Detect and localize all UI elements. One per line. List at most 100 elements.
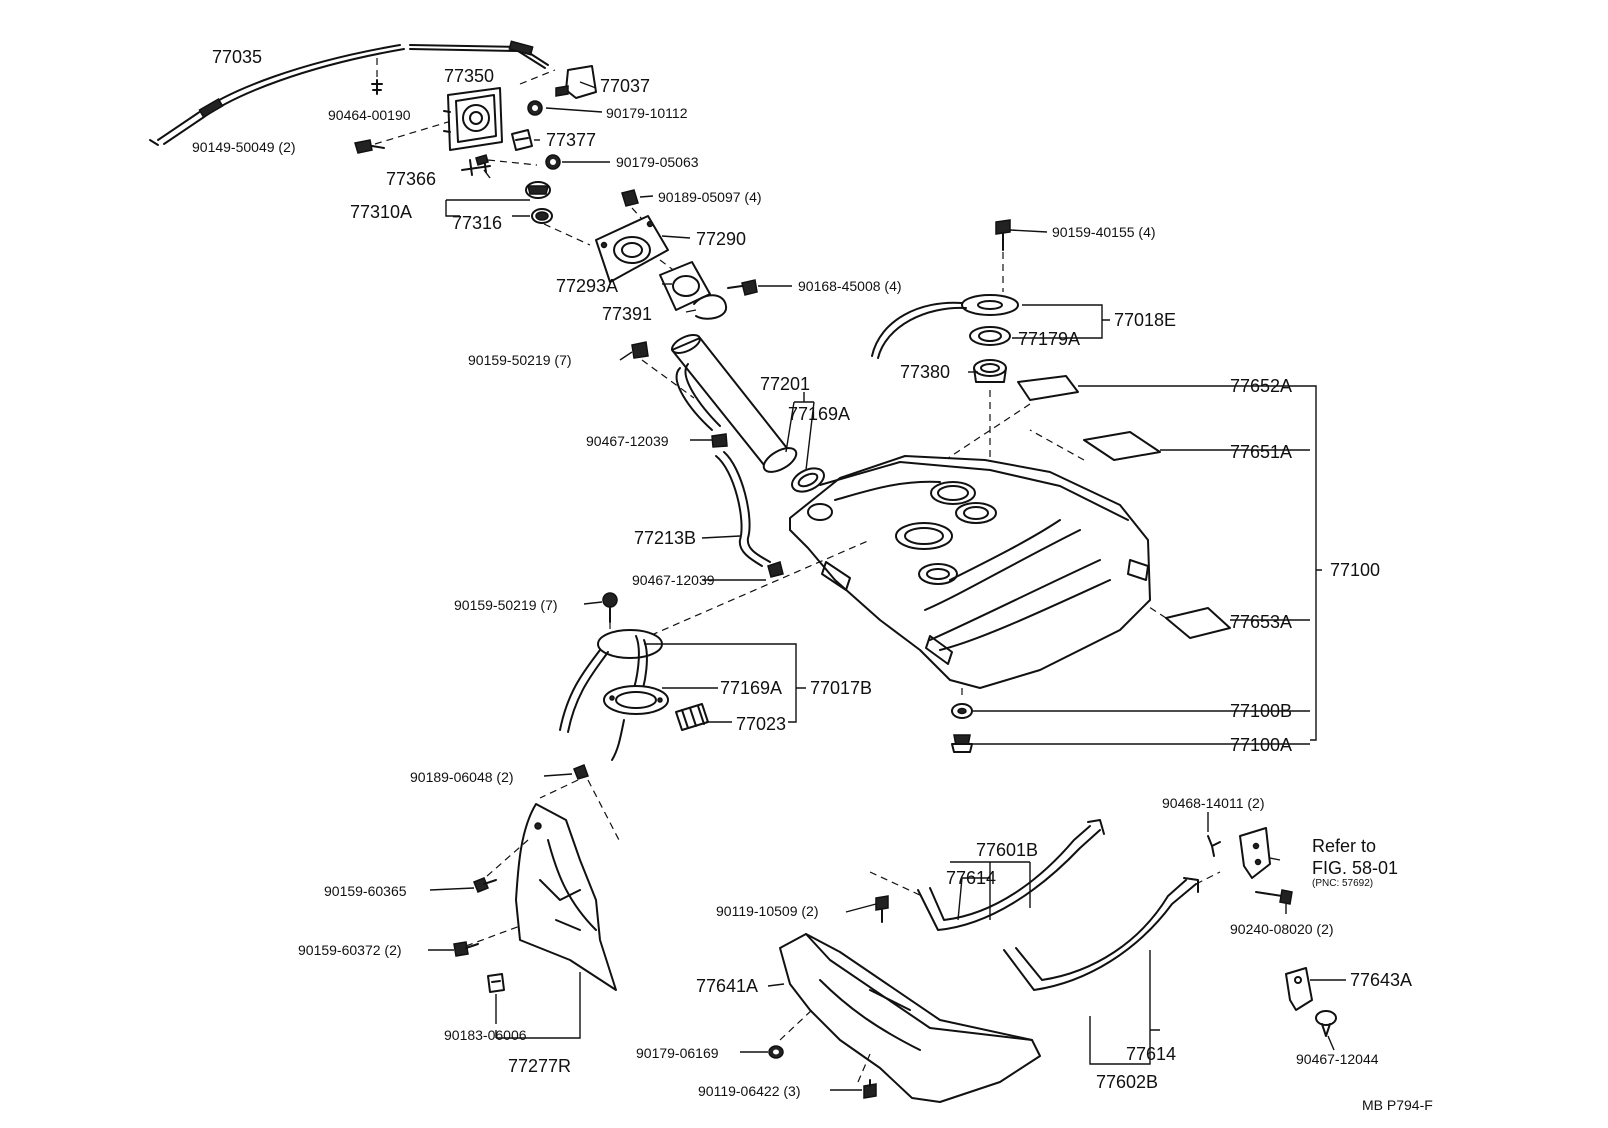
label-77651a: 77651A	[1230, 442, 1292, 462]
spring-77366	[461, 154, 491, 176]
label-77017b: 77017B	[810, 678, 872, 698]
bolt-90159-60372	[453, 941, 479, 957]
label-77100a: 77100A	[1230, 735, 1292, 755]
protector-77641a	[779, 933, 1041, 1103]
plug-77100a	[951, 734, 973, 753]
clip-90189-06048	[573, 764, 589, 780]
bolt-90119-10509	[875, 895, 889, 923]
tank-band-77602b	[1003, 877, 1199, 991]
screw-90149-50049	[354, 139, 385, 154]
label-90159-60372: 90159-60372 (2)	[298, 942, 402, 958]
label-90168-45008: 90168-45008 (4)	[798, 278, 902, 294]
filter-77023	[675, 703, 709, 731]
label-77653a: 77653A	[1230, 612, 1292, 632]
label-77213b: 77213B	[634, 528, 696, 548]
bolt-90240-08020	[1255, 889, 1293, 905]
tank-band-77601b	[917, 819, 1105, 931]
label-refer-to: Refer to	[1312, 836, 1376, 856]
fuel-lid-opener-cable	[149, 40, 549, 146]
label-77601b: 77601B	[976, 840, 1038, 860]
label-77277r: 77277R	[508, 1056, 571, 1076]
filler-pipe	[671, 334, 798, 473]
label-77169a-upper: 77169A	[788, 404, 850, 424]
label-77641a: 77641A	[696, 976, 758, 996]
fuel-lid	[443, 87, 503, 151]
label-90159-50219-lower: 90159-50219 (7)	[454, 597, 558, 613]
label-77100: 77100	[1330, 560, 1380, 580]
clip-90189-05097	[621, 189, 639, 207]
label-90468-14011: 90468-14011 (2)	[1162, 795, 1264, 811]
label-77380: 77380	[900, 362, 950, 382]
pad-77652a	[1017, 375, 1079, 401]
label-fig-58-01: FIG. 58-01	[1312, 858, 1398, 878]
pad-77653a	[1165, 607, 1231, 639]
label-77169a-lower: 77169A	[720, 678, 782, 698]
label-77391: 77391	[602, 304, 652, 324]
label-77100b: 77100B	[1230, 701, 1292, 721]
filler-housing	[595, 215, 669, 283]
label-77201: 77201	[760, 374, 810, 394]
filler-seal-77293a	[659, 261, 711, 311]
label-90119-06422: 90119-06422 (3)	[698, 1083, 800, 1099]
cap-gasket-77316	[531, 208, 553, 224]
bolt-90159-60365	[473, 877, 497, 893]
gauge-assy-77018e	[871, 294, 1019, 359]
clip-90464-00190	[371, 79, 383, 95]
label-77643a: 77643A	[1350, 970, 1412, 990]
hinge-77377	[511, 129, 533, 151]
label-90240-08020: 90240-08020 (2)	[1230, 921, 1334, 937]
label-90159-60365: 90159-60365	[324, 883, 407, 899]
breather-hose-77213b	[715, 451, 771, 567]
leader-lines	[428, 81, 1346, 1091]
bolt-90119-06422	[863, 1079, 877, 1099]
clamp-90159-50219-lower	[602, 592, 618, 623]
gasket-77169a-upper	[791, 467, 825, 493]
label-77316: 77316	[452, 213, 502, 233]
label-77614-upper: 77614	[946, 868, 996, 888]
clip-90159-40155	[995, 219, 1011, 251]
retainer-77380	[973, 359, 1007, 383]
label-90189-05097: 90189-05097 (4)	[658, 189, 762, 205]
label-90183-06006: 90183-06006	[444, 1027, 527, 1043]
screw-90168-45008	[727, 279, 758, 296]
label-77018e: 77018E	[1114, 310, 1176, 330]
nut-90179-06169	[768, 1045, 784, 1059]
label-90179-06169: 90179-06169	[636, 1045, 719, 1061]
pad-77651a	[1083, 431, 1161, 461]
label-90467-12039-upper: 90467-12039	[586, 433, 669, 449]
label-90467-12044: 90467-12044	[1296, 1051, 1379, 1067]
label-90159-40155: 90159-40155 (4)	[1052, 224, 1156, 240]
label-90159-50219-upper: 90159-50219 (7)	[468, 352, 572, 368]
label-90179-10112: 90179-10112	[606, 105, 688, 121]
label-77350: 77350	[444, 66, 494, 86]
fuel-lid-lock	[555, 65, 597, 99]
label-90189-06048: 90189-06048 (2)	[410, 769, 514, 785]
label-77023: 77023	[736, 714, 786, 734]
nut-90179-05063	[545, 154, 561, 170]
clip-90468-14011	[1207, 835, 1221, 857]
bracket-refer-58-01	[1239, 827, 1271, 879]
label-90149-50049: 90149-50049 (2)	[192, 139, 296, 155]
protector-77277r	[515, 803, 617, 991]
drawing-code: MB P794-F	[1362, 1097, 1433, 1113]
nut-90179-10112	[527, 100, 543, 116]
bracket-77643a	[1285, 967, 1313, 1011]
gasket-77179a-top	[969, 326, 1011, 346]
label-pnc-57692: (PNC: 57692)	[1312, 878, 1373, 889]
label-77035: 77035	[212, 47, 262, 67]
label-77366: 77366	[386, 169, 436, 189]
label-77377: 77377	[546, 130, 596, 150]
label-77179a: 77179A	[1018, 329, 1080, 349]
fuel-tank	[789, 455, 1151, 689]
clamp-90467-12039-upper	[711, 433, 728, 448]
label-90119-10509: 90119-10509 (2)	[716, 903, 818, 919]
nut-90183-06006	[487, 973, 505, 993]
label-77310a: 77310A	[350, 202, 412, 222]
label-77602b: 77602B	[1096, 1072, 1158, 1092]
clamp-90467-12039-lower	[767, 561, 784, 578]
label-90464-00190: 90464-00190	[328, 107, 411, 123]
cushion-77100b	[951, 703, 973, 719]
clamp-90159-50219-upper	[631, 341, 649, 359]
label-90467-12039-lower: 90467-12039	[632, 572, 715, 588]
